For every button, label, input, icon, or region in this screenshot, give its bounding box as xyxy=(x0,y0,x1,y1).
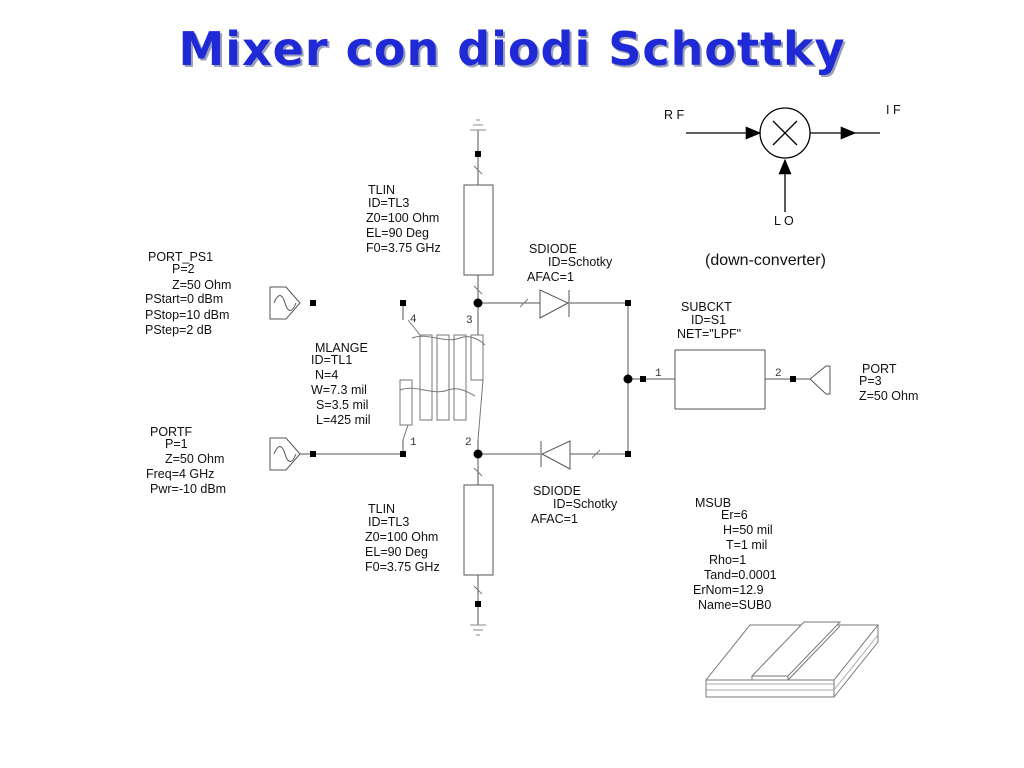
svg-text:Z=50 Ohm: Z=50 Ohm xyxy=(172,278,231,292)
svg-text:ID=S1: ID=S1 xyxy=(691,313,726,327)
svg-text:EL=90 Deg: EL=90 Deg xyxy=(366,226,429,240)
svg-text:S=3.5 mil: S=3.5 mil xyxy=(316,398,368,412)
svg-text:PORT: PORT xyxy=(862,362,897,376)
portf-label: PORTF P=1 Z=50 Ohm Freq=4 GHz Pwr=-10 dB… xyxy=(146,425,226,496)
ground-symbol-bottom xyxy=(470,624,486,636)
svg-text:TLIN: TLIN xyxy=(368,183,395,197)
svg-text:Freq=4 GHz: Freq=4 GHz xyxy=(146,467,214,481)
svg-text:Z0=100 Ohm: Z0=100 Ohm xyxy=(366,211,439,225)
svg-text:Er=6: Er=6 xyxy=(721,508,748,522)
svg-text:ID=TL3: ID=TL3 xyxy=(368,515,409,529)
port-ps1-label: PORT_PS1 P=2 Z=50 Ohm PStart=0 dBm PStop… xyxy=(145,250,231,337)
svg-text:Pwr=-10 dBm: Pwr=-10 dBm xyxy=(150,482,226,496)
subckt-pin-1: 1 xyxy=(655,368,662,380)
svg-text:W=7.3 mil: W=7.3 mil xyxy=(311,383,367,397)
lange-pin-3: 3 xyxy=(466,315,473,327)
svg-text:F0=3.75 GHz: F0=3.75 GHz xyxy=(366,241,441,255)
svg-text:PStop=10 dBm: PStop=10 dBm xyxy=(145,308,229,322)
svg-text:ID=Schotky: ID=Schotky xyxy=(548,255,613,269)
port3-terminal xyxy=(795,365,831,395)
tlin-top-label: TLIN ID=TL3 Z0=100 Ohm EL=90 Deg F0=3.75… xyxy=(366,183,441,255)
svg-text:Z0=100 Ohm: Z0=100 Ohm xyxy=(365,530,438,544)
diode-bottom-element xyxy=(540,440,571,470)
if-label: I F xyxy=(886,103,901,117)
subckt-pin-2: 2 xyxy=(775,368,782,380)
tlin-bottom-label: TLIN ID=TL3 Z0=100 Ohm EL=90 Deg F0=3.75… xyxy=(365,502,440,574)
svg-text:PStart=0 dBm: PStart=0 dBm xyxy=(145,292,223,306)
junction-dots xyxy=(473,298,633,459)
msub-label: MSUB Er=6 H=50 mil T=1 mil Rho=1 Tand=0.… xyxy=(693,496,777,612)
line-ticks xyxy=(473,165,601,595)
svg-text:F0=3.75 GHz: F0=3.75 GHz xyxy=(365,560,440,574)
sdiode-bottom-label: SDIODE ID=Schotky AFAC=1 xyxy=(531,484,618,526)
pin-squares xyxy=(310,151,796,607)
svg-text:AFAC=1: AFAC=1 xyxy=(531,512,578,526)
svg-text:PStep=2 dB: PStep=2 dB xyxy=(145,323,212,337)
svg-text:Rho=1: Rho=1 xyxy=(709,553,746,567)
svg-text:Z=50 Ohm: Z=50 Ohm xyxy=(859,389,918,403)
ground-symbol-top xyxy=(470,119,486,131)
subckt-label: SUBCKT ID=S1 NET="LPF" xyxy=(677,300,741,341)
svg-text:Name=SUB0: Name=SUB0 xyxy=(698,598,771,612)
lo-label: L O xyxy=(774,214,794,228)
svg-text:T=1 mil: T=1 mil xyxy=(726,538,767,552)
substrate-illustration xyxy=(704,621,880,698)
lange-pin-4: 4 xyxy=(410,314,417,326)
svg-text:P=3: P=3 xyxy=(859,374,882,388)
svg-text:N=4: N=4 xyxy=(315,368,338,382)
rf-label: R F xyxy=(664,108,685,122)
lange-coupler-element xyxy=(399,319,486,441)
port-ps1-source xyxy=(269,286,301,320)
svg-text:ID=TL1: ID=TL1 xyxy=(311,353,352,367)
port3-label: PORT P=3 Z=50 Ohm xyxy=(859,362,918,403)
svg-text:MSUB: MSUB xyxy=(695,496,731,510)
svg-text:SUBCKT: SUBCKT xyxy=(681,300,732,314)
portf-source xyxy=(269,437,301,471)
svg-text:P=1: P=1 xyxy=(165,437,188,451)
svg-text:L=425 mil: L=425 mil xyxy=(316,413,371,427)
svg-text:MLANGE: MLANGE xyxy=(315,341,368,355)
slide-title: Mixer con diodi Schottky xyxy=(178,22,846,76)
svg-text:PORTF: PORTF xyxy=(150,425,192,439)
mlange-label: MLANGE ID=TL1 N=4 W=7.3 mil S=3.5 mil L=… xyxy=(311,341,371,427)
svg-text:ID=TL3: ID=TL3 xyxy=(368,196,409,210)
svg-text:H=50 mil: H=50 mil xyxy=(723,523,773,537)
svg-text:PORT_PS1: PORT_PS1 xyxy=(148,250,213,264)
subckt-lpf-element xyxy=(674,349,766,410)
svg-text:P=2: P=2 xyxy=(172,262,195,276)
svg-text:NET="LPF": NET="LPF" xyxy=(677,327,741,341)
lange-pin-1: 1 xyxy=(410,437,417,449)
diode-top-element xyxy=(539,289,570,319)
svg-text:ErNom=12.9: ErNom=12.9 xyxy=(693,583,764,597)
svg-text:SDIODE: SDIODE xyxy=(529,242,577,256)
svg-text:SDIODE: SDIODE xyxy=(533,484,581,498)
tlin-top-element xyxy=(463,184,494,276)
down-converter-caption: (down-converter) xyxy=(705,252,826,269)
svg-text:AFAC=1: AFAC=1 xyxy=(527,270,574,284)
svg-text:TLIN: TLIN xyxy=(368,502,395,516)
mixer-symbol xyxy=(759,107,811,159)
mixer-block-diagram xyxy=(686,107,880,212)
svg-text:EL=90 Deg: EL=90 Deg xyxy=(365,545,428,559)
svg-text:Z=50 Ohm: Z=50 Ohm xyxy=(165,452,224,466)
svg-text:Tand=0.0001: Tand=0.0001 xyxy=(704,568,777,582)
tlin-bottom-element xyxy=(463,484,494,576)
lange-pin-2: 2 xyxy=(465,437,472,449)
sdiode-top-label: SDIODE ID=Schotky AFAC=1 xyxy=(527,242,613,284)
svg-text:ID=Schotky: ID=Schotky xyxy=(553,497,618,511)
